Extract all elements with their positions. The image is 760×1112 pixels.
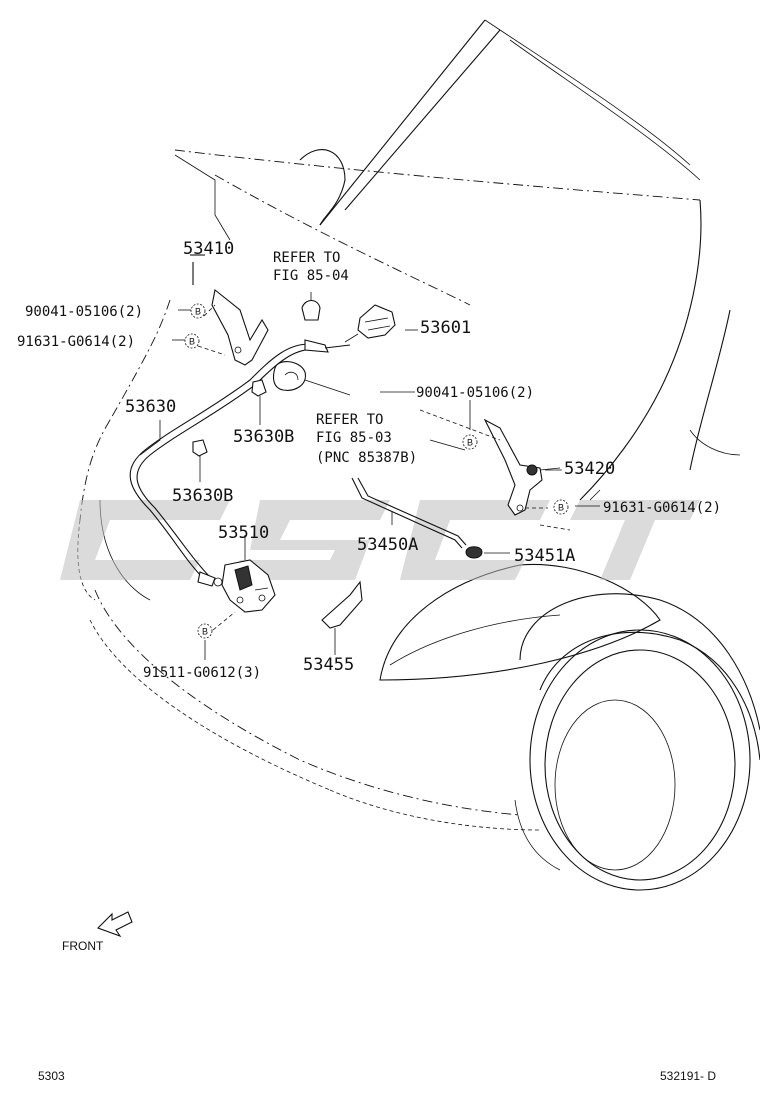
part-53451A-holder	[465, 546, 510, 559]
bolt-mark-b3: B	[467, 438, 473, 448]
label-91631-G0614-left: 91631-G0614(2)	[17, 334, 135, 350]
label-53601: 53601	[420, 318, 471, 338]
label-53410: 53410	[183, 239, 234, 259]
part-53420-hood-hinge-rh	[483, 418, 561, 516]
bolt-mark-b2: B	[189, 337, 195, 347]
label-refer-to-2: REFER TO	[316, 412, 383, 428]
part-53630-release-cable	[129, 339, 351, 587]
label-90041-05106-left: 90041-05106(2)	[25, 304, 143, 320]
part-53510-hood-lock	[221, 535, 276, 613]
front-arrow-icon	[97, 911, 133, 938]
leader-lines	[139, 304, 601, 660]
part-53450A-hood-support-rod	[351, 477, 467, 549]
part-53410-hood-hinge-lh	[190, 254, 269, 366]
label-53630: 53630	[125, 397, 176, 417]
part-53630B-clip-b	[192, 439, 208, 482]
label-refer-to-1: REFER TO	[273, 250, 340, 266]
part-53630B-clip-a	[251, 379, 267, 425]
label-53630B-b: 53630B	[172, 486, 233, 506]
label-53510: 53510	[218, 523, 269, 543]
part-labels: 53410 REFER TO FIG 85-04 53601 90041-051…	[17, 239, 721, 1083]
label-91511-G0612: 91511-G0612(3)	[143, 665, 261, 681]
label-fig-85-04: FIG 85-04	[273, 268, 349, 284]
part-53601-release-lever	[344, 304, 396, 343]
label-fig-85-03: FIG 85-03	[316, 430, 392, 446]
car-body-outline	[77, 19, 760, 891]
clip-refer-85-04	[301, 292, 321, 321]
bolt-marks: B B B B B	[184, 303, 569, 639]
label-53630B-a: 53630B	[233, 427, 294, 447]
page-code: 5303	[38, 1069, 65, 1083]
part-53455-lock-striker	[321, 580, 363, 655]
label-53450A: 53450A	[357, 535, 418, 555]
bolt-mark-b5: B	[202, 627, 208, 637]
bracket-refer-85-03	[273, 361, 351, 396]
label-91631-G0614-right: 91631-G0614(2)	[603, 500, 721, 516]
bolt-mark-b1: B	[195, 307, 201, 317]
label-90041-05106-right: 90041-05106(2)	[416, 385, 534, 401]
label-53420: 53420	[564, 459, 615, 479]
label-53455: 53455	[303, 655, 354, 675]
drawing-code: 532191- D	[660, 1069, 716, 1083]
bolt-mark-b4: B	[558, 503, 564, 513]
label-53451A: 53451A	[514, 546, 575, 566]
label-pnc-85387b: (PNC 85387B)	[316, 450, 417, 466]
label-front: FRONT	[62, 939, 104, 953]
